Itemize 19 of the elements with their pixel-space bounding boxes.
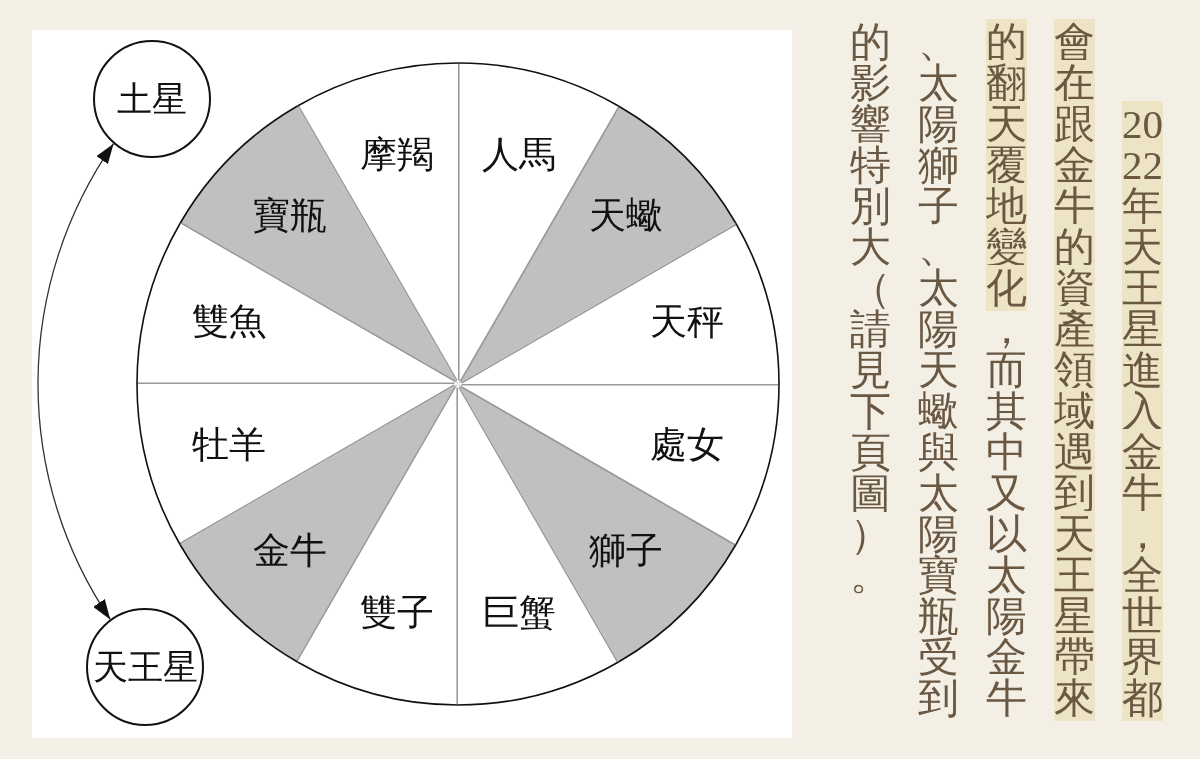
- sign-label: 雙子: [359, 592, 434, 634]
- sign-label: 人馬: [482, 134, 557, 176]
- sign-label: 牡羊: [192, 424, 267, 466]
- zodiac-sector: [458, 384, 737, 663]
- planet-label: 天王星: [92, 648, 198, 686]
- sign-label: 獅子: [588, 531, 663, 572]
- planet-label: 土星: [117, 80, 187, 118]
- planet-circle: [93, 40, 211, 158]
- sign-label: 處女: [649, 424, 724, 466]
- sign-label: 巨蟹: [482, 592, 557, 634]
- sign-label: 天秤: [649, 302, 724, 344]
- planet-circle: [86, 608, 204, 726]
- sign-label: 雙魚: [192, 302, 267, 344]
- sign-label: 天蠍: [588, 196, 663, 237]
- zodiac-sector: [458, 105, 737, 384]
- sign-label: 寶瓶: [253, 196, 328, 237]
- sign-label: 摩羯: [359, 134, 434, 176]
- sign-label: 金牛: [253, 531, 328, 572]
- curved-arrow: [37, 143, 115, 621]
